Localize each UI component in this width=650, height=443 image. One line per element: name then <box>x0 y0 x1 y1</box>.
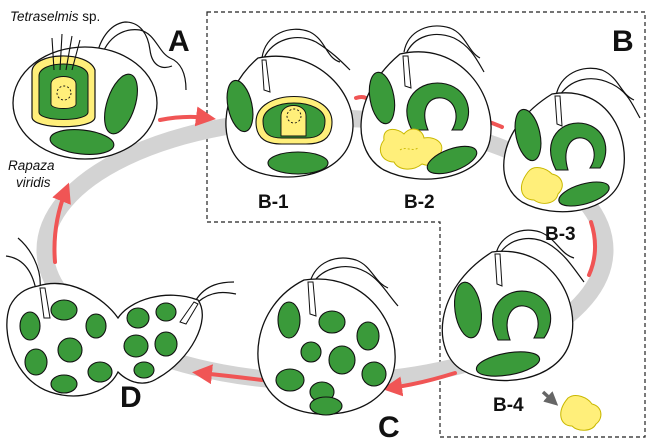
egested-residual-body <box>561 396 601 431</box>
label-b1: B-1 <box>258 192 289 213</box>
chloroplast <box>25 349 47 375</box>
chloroplast <box>362 362 386 386</box>
chloroplast <box>58 338 82 362</box>
chloroplast <box>319 311 345 333</box>
chloroplast <box>124 335 148 357</box>
chloroplast <box>357 322 379 350</box>
chloroplast <box>86 314 106 338</box>
chloroplast <box>310 397 342 415</box>
arrow-a-to-b1 <box>160 117 208 120</box>
chloroplast <box>127 308 149 328</box>
prey-inner-b1 <box>281 106 306 137</box>
cell-d-flagellum <box>196 282 234 300</box>
label-rapaza: Rapaza <box>8 158 55 173</box>
label-a: A <box>168 25 190 58</box>
chloroplast <box>276 369 304 391</box>
label-tetraselmis: Tetraselmis sp. <box>10 9 100 24</box>
chloroplast <box>51 300 77 320</box>
label-b: B <box>612 25 634 58</box>
chloroplast <box>134 362 154 378</box>
chloroplast <box>301 342 321 362</box>
arrow-b1-to-b2 <box>356 97 366 98</box>
cell-b3: B-3 <box>504 68 640 245</box>
chloroplast <box>88 362 112 382</box>
cell-b1: B-1 <box>223 29 353 213</box>
label-b3: B-3 <box>545 224 576 245</box>
chloroplast <box>268 152 328 174</box>
prey-inner-yellow <box>51 77 76 109</box>
chloroplast <box>278 302 300 338</box>
cell-d-flagellum <box>198 292 236 302</box>
label-b4: B-4 <box>493 395 524 416</box>
label-viridis: viridis <box>16 175 51 190</box>
chloroplast <box>20 312 40 340</box>
label-d: D <box>120 381 142 414</box>
chloroplast <box>156 303 176 321</box>
cell-b2: B-2 <box>361 26 491 213</box>
label-c: C <box>378 411 400 443</box>
label-b2: B-2 <box>404 192 435 213</box>
cell-c: C <box>258 258 400 443</box>
chloroplast <box>51 375 77 393</box>
release-arrow <box>543 392 554 402</box>
cell-b4: B-4 <box>442 230 601 430</box>
cell-d-flagellum <box>6 256 36 290</box>
chloroplast <box>329 346 355 374</box>
chloroplast <box>155 332 177 356</box>
